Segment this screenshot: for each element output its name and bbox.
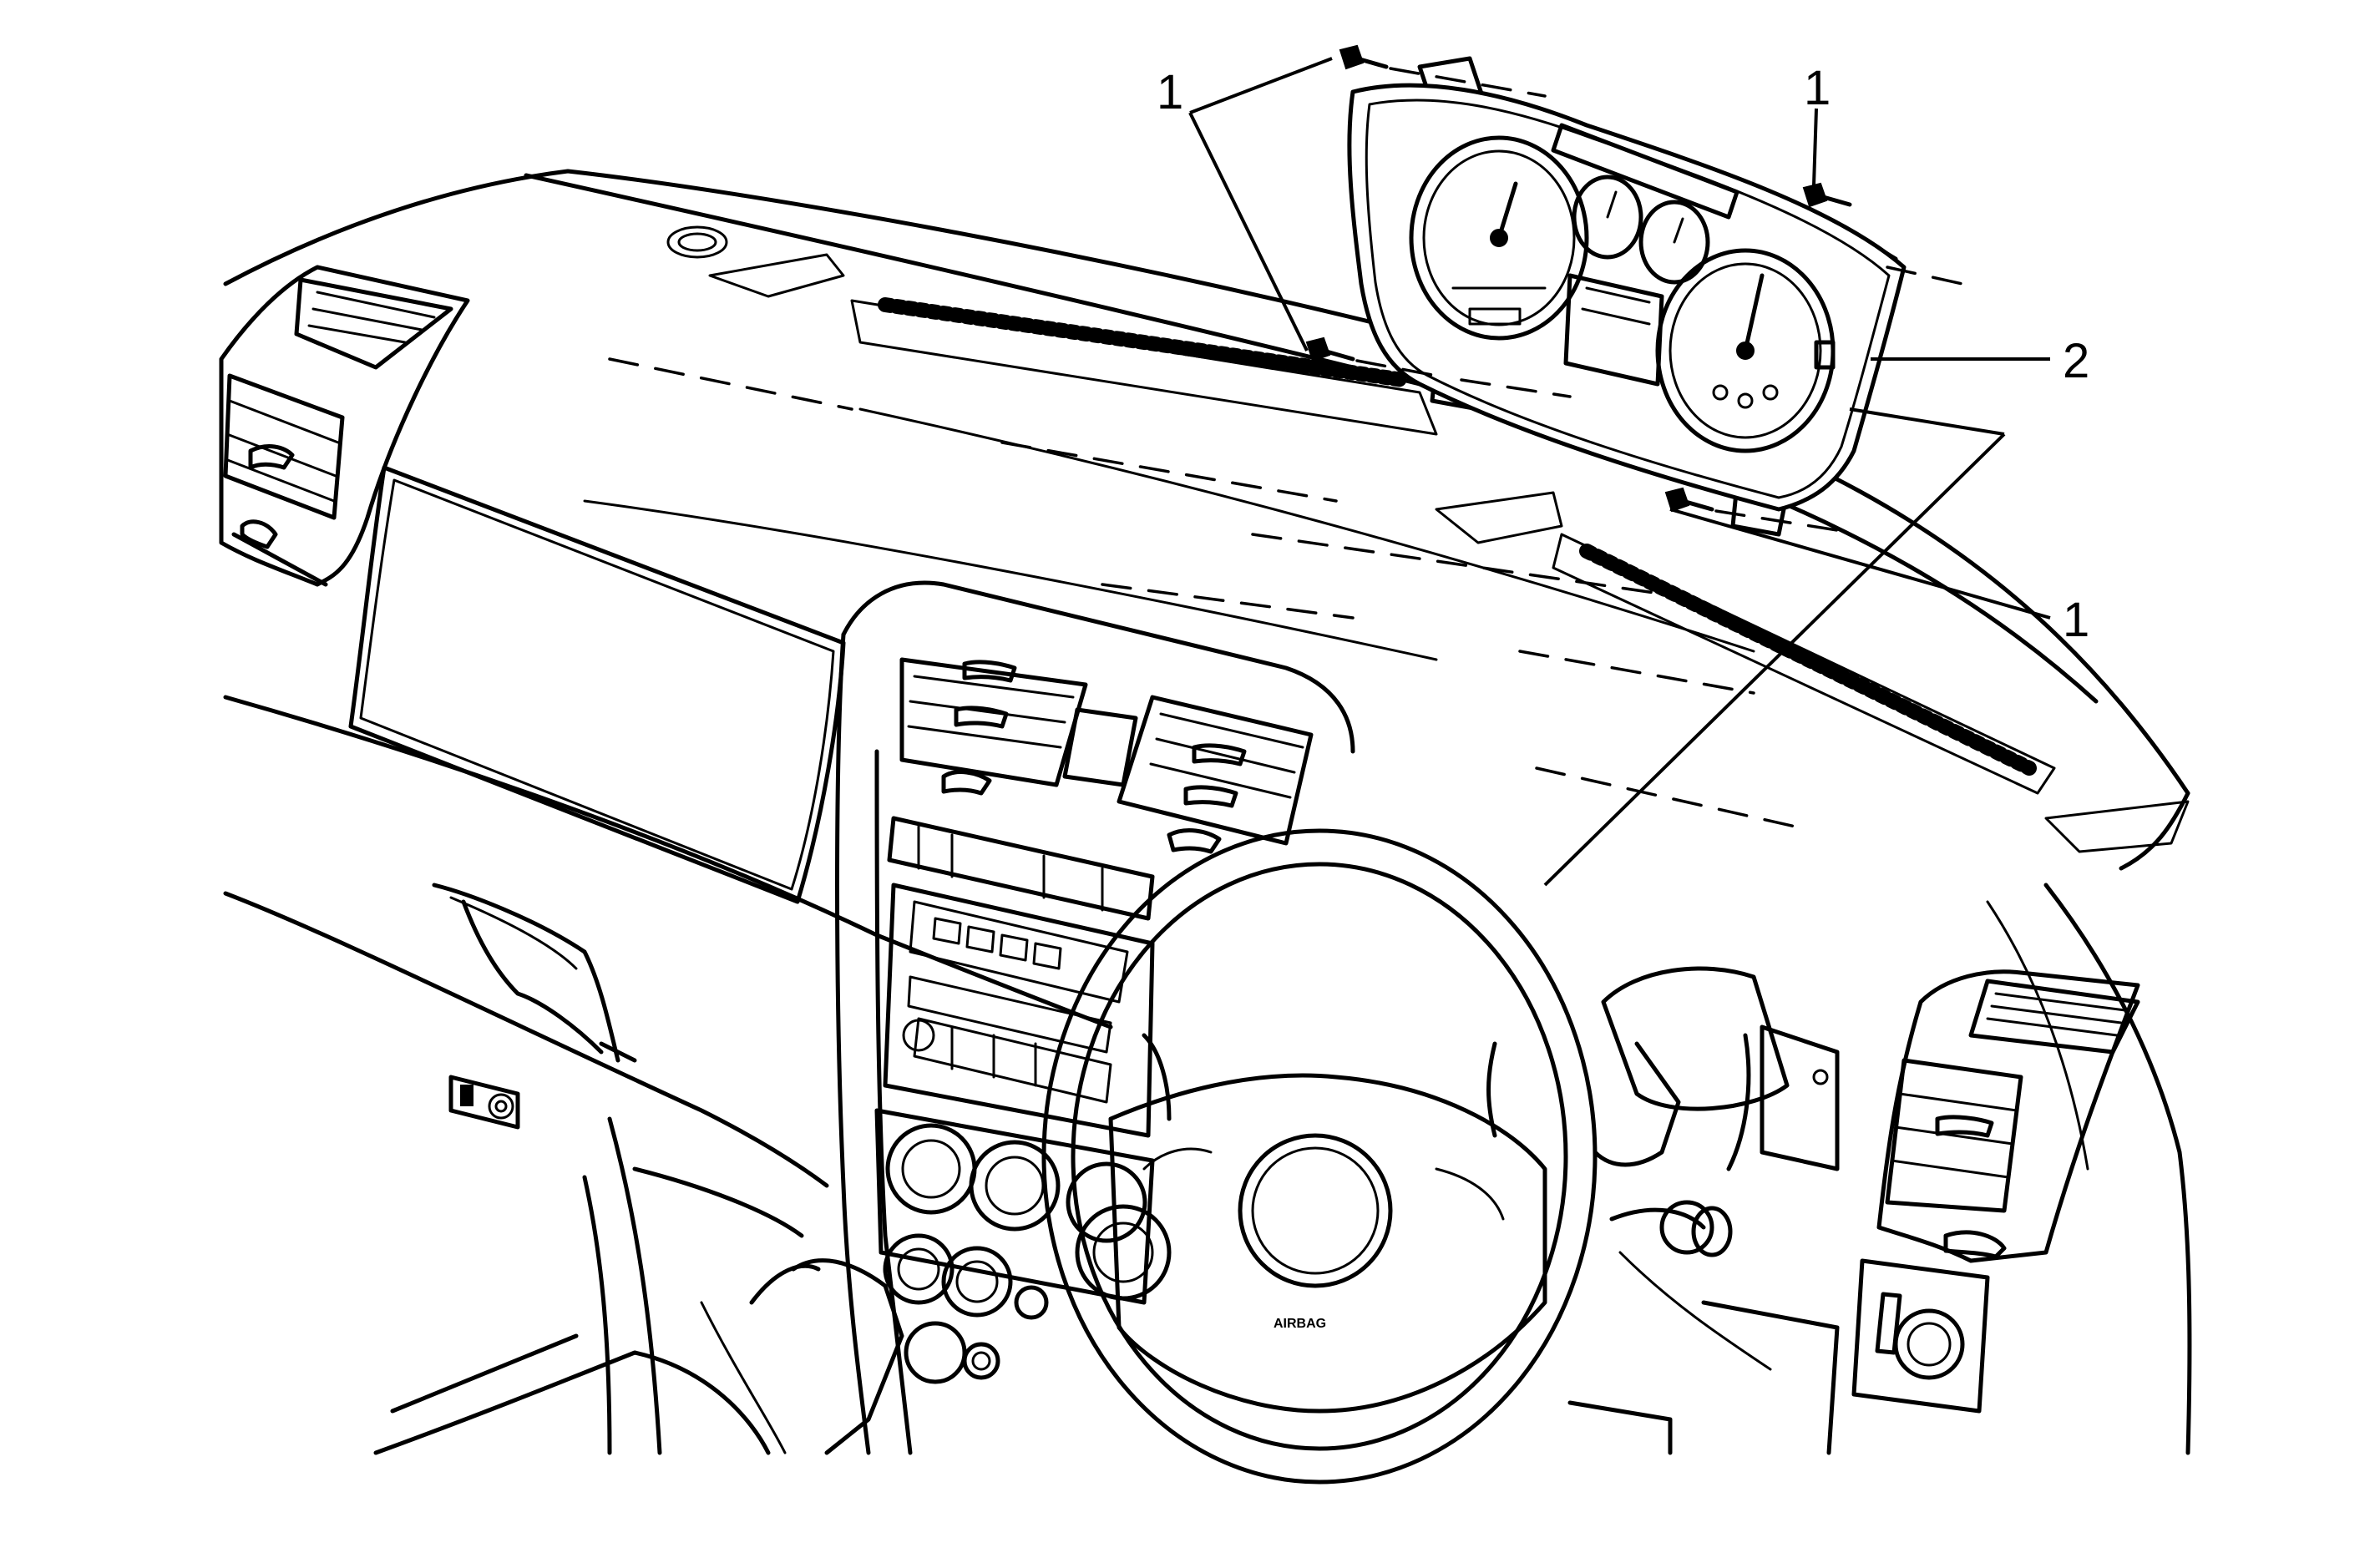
screw-left [1305,336,1572,398]
callout-1-top-right: 1 [1804,61,1831,115]
instrument-cluster [1347,56,1907,537]
steering-column [1075,966,1840,1371]
callout-leaders [1188,57,2051,887]
screw-bottom [1664,487,1839,532]
right-air-vent [1567,969,2140,1455]
speaker-grilles [666,225,2190,853]
callout-1-lower-right: 1 [2063,593,2089,647]
screw-top-left [1339,44,1547,98]
instrument-panel [223,169,2192,1455]
defroster-grille-left [850,297,1438,436]
callout-2-cluster: 2 [2063,334,2089,388]
glovebox [223,465,846,1188]
left-air-vent [219,265,470,587]
lower-left-panel [373,1075,804,1455]
airbag-label: AIRBAG [1274,1317,1326,1331]
center-stack [749,580,1355,1455]
callout-1-top-left: 1 [1157,65,1183,119]
defroster-grille-right [1552,533,2056,795]
steering-wheel: AIRBAG [1041,828,1598,1485]
